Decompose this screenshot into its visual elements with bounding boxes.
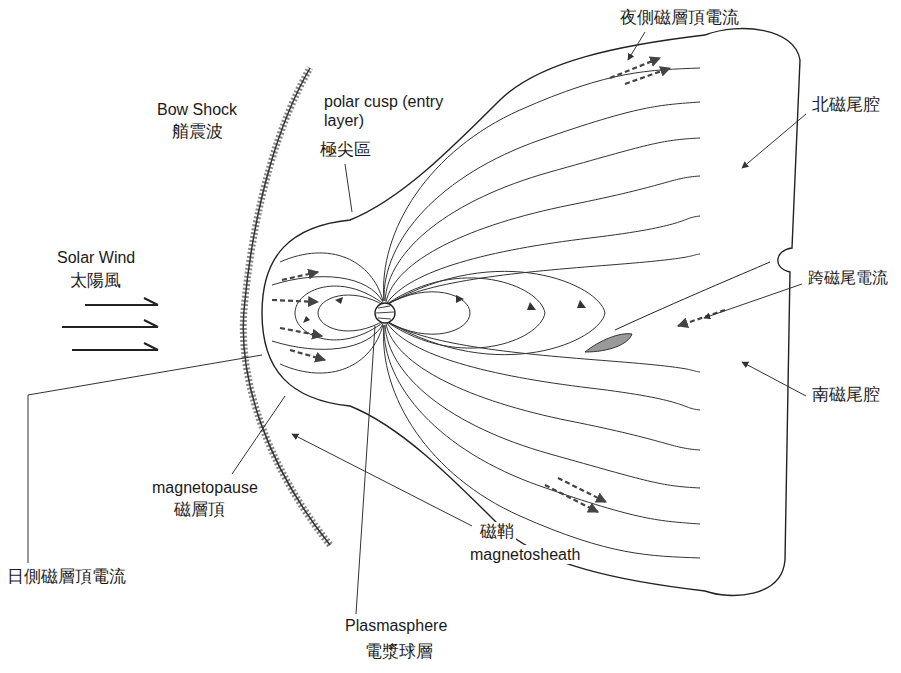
current-label: 日側磁層頂電流 xyxy=(5,567,128,587)
flow-label: Solar Wind xyxy=(55,248,137,267)
region-label: 北磁尾腔 xyxy=(810,95,882,115)
current-label: 跨磁尾電流 xyxy=(806,268,890,287)
current-label: 夜側磁層頂電流 xyxy=(618,8,741,28)
region-label: 電漿球層 xyxy=(363,642,435,662)
region-label: 南磁尾腔 xyxy=(810,385,882,405)
region-label: magnetopause xyxy=(150,478,260,497)
region-label: Bow Shock xyxy=(155,100,239,119)
magnetopause-outline xyxy=(262,29,800,596)
region-label: magnetosheath xyxy=(468,545,582,564)
region-label: polar cusp (entry layer) xyxy=(322,92,450,130)
leader-lines xyxy=(28,32,806,614)
flow-label: 太陽風 xyxy=(68,271,123,291)
field-arrows xyxy=(303,295,586,323)
region-label: 磁鞘 xyxy=(478,522,516,542)
current-arrows xyxy=(272,58,725,512)
plasma-sheet xyxy=(585,334,632,352)
field-lines xyxy=(272,68,700,558)
region-label: 艏震波 xyxy=(170,122,225,142)
region-label: Plasmasphere xyxy=(343,616,449,635)
solar-wind-arrows xyxy=(62,298,158,350)
bow-shock xyxy=(243,68,330,545)
region-label: 極尖區 xyxy=(318,140,373,160)
region-label: 磁層頂 xyxy=(172,500,227,520)
earth xyxy=(375,303,395,323)
